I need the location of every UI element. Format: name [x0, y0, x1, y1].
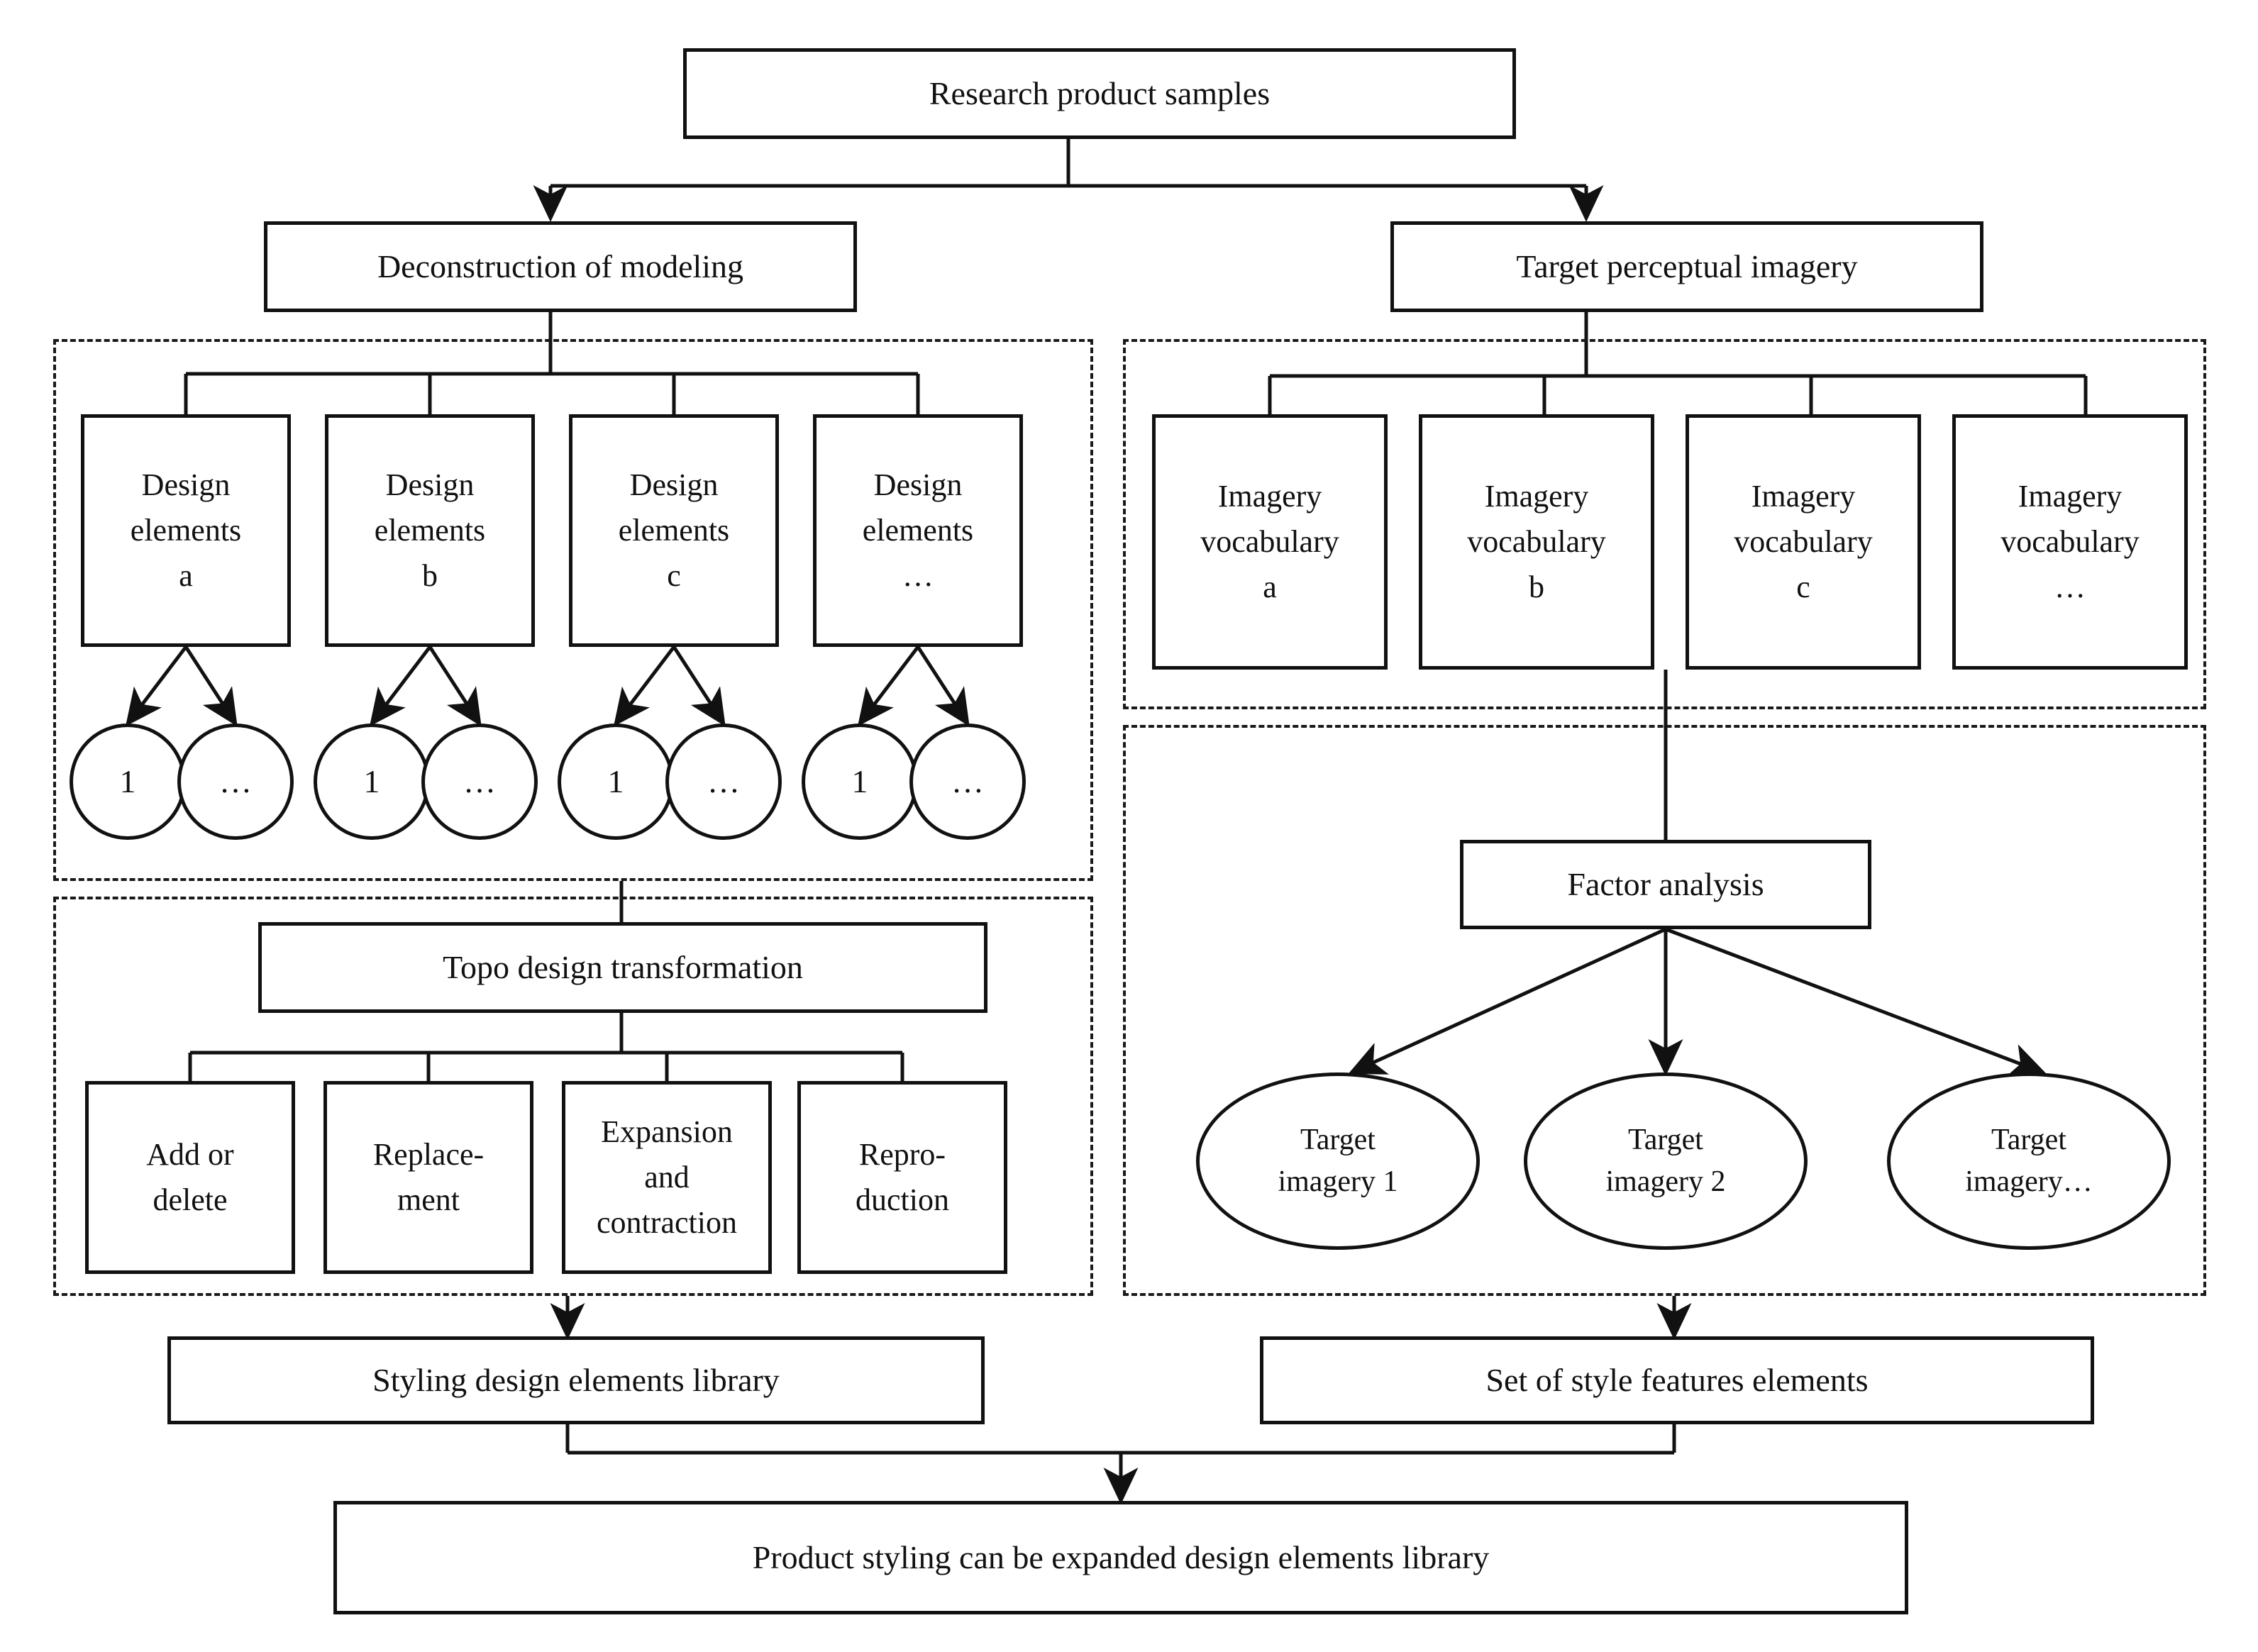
node-label: Design elements a — [130, 467, 242, 593]
node-element-instance-d-more[interactable]: … — [909, 724, 1026, 840]
node-research-product-samples[interactable]: Research product samples — [683, 48, 1516, 139]
node-label: Factor analysis — [1567, 865, 1764, 902]
node-element-instance-c-more[interactable]: … — [665, 724, 782, 840]
node-label: Replace- ment — [372, 1137, 485, 1217]
node-label: Design elements … — [862, 467, 974, 593]
node-target-imagery-2[interactable]: Target imagery 2 — [1524, 1072, 1808, 1250]
group-deconstruction-elements — [53, 339, 1093, 881]
node-label: … — [707, 763, 740, 799]
node-topo-op-expansion-and-contraction[interactable]: Expansion and contraction — [562, 1081, 772, 1274]
node-label: Research product samples — [929, 74, 1271, 111]
node-label: Add or delete — [146, 1137, 234, 1217]
node-factor-analysis[interactable]: Factor analysis — [1460, 840, 1871, 929]
node-imagery-vocabulary-c[interactable]: Imagery vocabulary c — [1686, 414, 1921, 670]
node-label: 1 — [851, 763, 868, 799]
node-topo-design-transformation[interactable]: Topo design transformation — [258, 922, 987, 1013]
node-design-element-more[interactable]: Design elements … — [813, 414, 1023, 647]
node-label: Imagery vocabulary b — [1467, 479, 1606, 604]
node-target-imagery-1[interactable]: Target imagery 1 — [1196, 1072, 1480, 1250]
node-label: … — [951, 763, 984, 799]
node-topo-op-add-or-delete[interactable]: Add or delete — [85, 1081, 295, 1274]
node-label: Product styling can be expanded design e… — [752, 1539, 1490, 1575]
node-label: Deconstruction of modeling — [377, 248, 744, 284]
node-label: Design elements c — [618, 467, 730, 593]
node-imagery-vocabulary-b[interactable]: Imagery vocabulary b — [1419, 414, 1654, 670]
node-imagery-vocabulary-a[interactable]: Imagery vocabulary a — [1152, 414, 1388, 670]
node-element-instance-b-more[interactable]: … — [421, 724, 538, 840]
node-label: 1 — [363, 763, 380, 799]
node-design-element-a[interactable]: Design elements a — [81, 414, 291, 647]
node-label: … — [463, 763, 496, 799]
node-label: Target imagery 2 — [1605, 1124, 1726, 1198]
node-set-of-style-features-elements[interactable]: Set of style features elements — [1260, 1336, 2094, 1424]
node-design-element-b[interactable]: Design elements b — [325, 414, 535, 647]
node-label: 1 — [119, 763, 136, 799]
node-label: Expansion and contraction — [597, 1114, 737, 1240]
node-styling-design-elements-library[interactable]: Styling design elements library — [167, 1336, 985, 1424]
node-label: Topo design transformation — [443, 948, 803, 985]
node-label: … — [219, 763, 252, 799]
node-element-instance-a1[interactable]: 1 — [70, 724, 186, 840]
node-element-instance-c1[interactable]: 1 — [558, 724, 674, 840]
node-label: Styling design elements library — [372, 1361, 780, 1398]
node-design-element-c[interactable]: Design elements c — [569, 414, 779, 647]
node-topo-op-replacement[interactable]: Replace- ment — [323, 1081, 533, 1274]
node-label: Design elements b — [374, 467, 486, 593]
node-label: Imagery vocabulary a — [1200, 479, 1339, 604]
node-label: Imagery vocabulary c — [1734, 479, 1873, 604]
node-element-instance-d1[interactable]: 1 — [802, 724, 918, 840]
node-topo-op-reproduction[interactable]: Repro- duction — [797, 1081, 1007, 1274]
node-label: Imagery vocabulary … — [2000, 479, 2140, 604]
node-target-imagery-more[interactable]: Target imagery… — [1887, 1072, 2171, 1250]
node-element-instance-b1[interactable]: 1 — [314, 724, 430, 840]
node-product-styling-expanded-library[interactable]: Product styling can be expanded design e… — [333, 1501, 1908, 1614]
node-label: Target perceptual imagery — [1516, 248, 1858, 284]
node-deconstruction-of-modeling[interactable]: Deconstruction of modeling — [264, 221, 857, 312]
node-imagery-vocabulary-more[interactable]: Imagery vocabulary … — [1952, 414, 2188, 670]
node-label: Target imagery… — [1965, 1124, 2093, 1198]
node-label: Set of style features elements — [1485, 1361, 1869, 1398]
node-label: Target imagery 1 — [1278, 1124, 1398, 1198]
group-topo-transformation — [53, 897, 1093, 1296]
node-label: 1 — [607, 763, 624, 799]
node-element-instance-a-more[interactable]: … — [177, 724, 294, 840]
node-target-perceptual-imagery[interactable]: Target perceptual imagery — [1390, 221, 1983, 312]
node-label: Repro- duction — [856, 1137, 949, 1217]
